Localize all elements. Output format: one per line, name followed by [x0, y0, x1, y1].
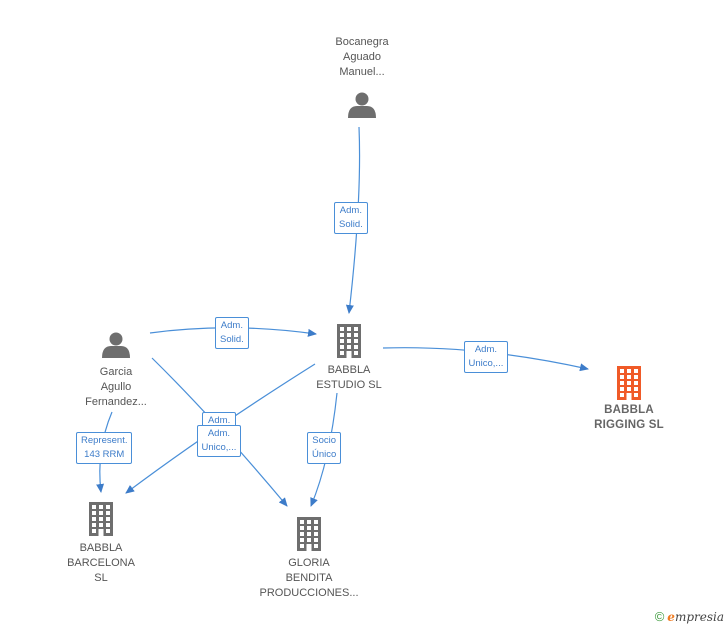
building-icon[interactable] [297, 517, 321, 551]
edge-label-garcia-to-barcelona: Represent. 143 RRM [76, 432, 133, 464]
copyright-symbol: © [654, 609, 665, 624]
node-label-barcelona[interactable]: BABBLA BARCELONA SL [67, 542, 135, 584]
edge-label-garcia-to-estudio: Adm. Solid. [215, 317, 249, 349]
edge-label-bocanegra-to-estudio: Adm. Solid. [334, 202, 368, 234]
brand-initial: e [667, 610, 675, 624]
footer-brand[interactable]: ©empresia [655, 609, 724, 624]
building-icon[interactable] [89, 502, 113, 536]
node-label-rigging[interactable]: BABBLA RIGGING SL [594, 404, 664, 431]
node-label-gloria[interactable]: GLORIA BENDITA PRODUCCIONES... [259, 557, 359, 599]
edge-label-garcia-to-gloria: Adm. Unico,... [196, 425, 242, 457]
building-icon[interactable] [337, 324, 361, 358]
edges-layer [96, 126, 589, 507]
brand-logo: empresia [667, 610, 724, 624]
brand-name: mpresia [674, 610, 724, 624]
edge-label-estudio-to-rigging: Adm. Unico,... [463, 341, 509, 373]
building-icon[interactable] [617, 366, 641, 400]
node-label-estudio[interactable]: BABBLA ESTUDIO SL [316, 364, 382, 391]
person-icon[interactable] [102, 332, 130, 359]
node-label-garcia[interactable]: Garcia Agullo Fernandez... [85, 366, 147, 408]
node-label-bocanegra[interactable]: Bocanegra Aguado Manuel... [335, 36, 389, 78]
icons-layer [89, 92, 641, 551]
edge-label-estudio-to-gloria: Socio Único [307, 432, 342, 464]
person-icon[interactable] [348, 92, 376, 119]
